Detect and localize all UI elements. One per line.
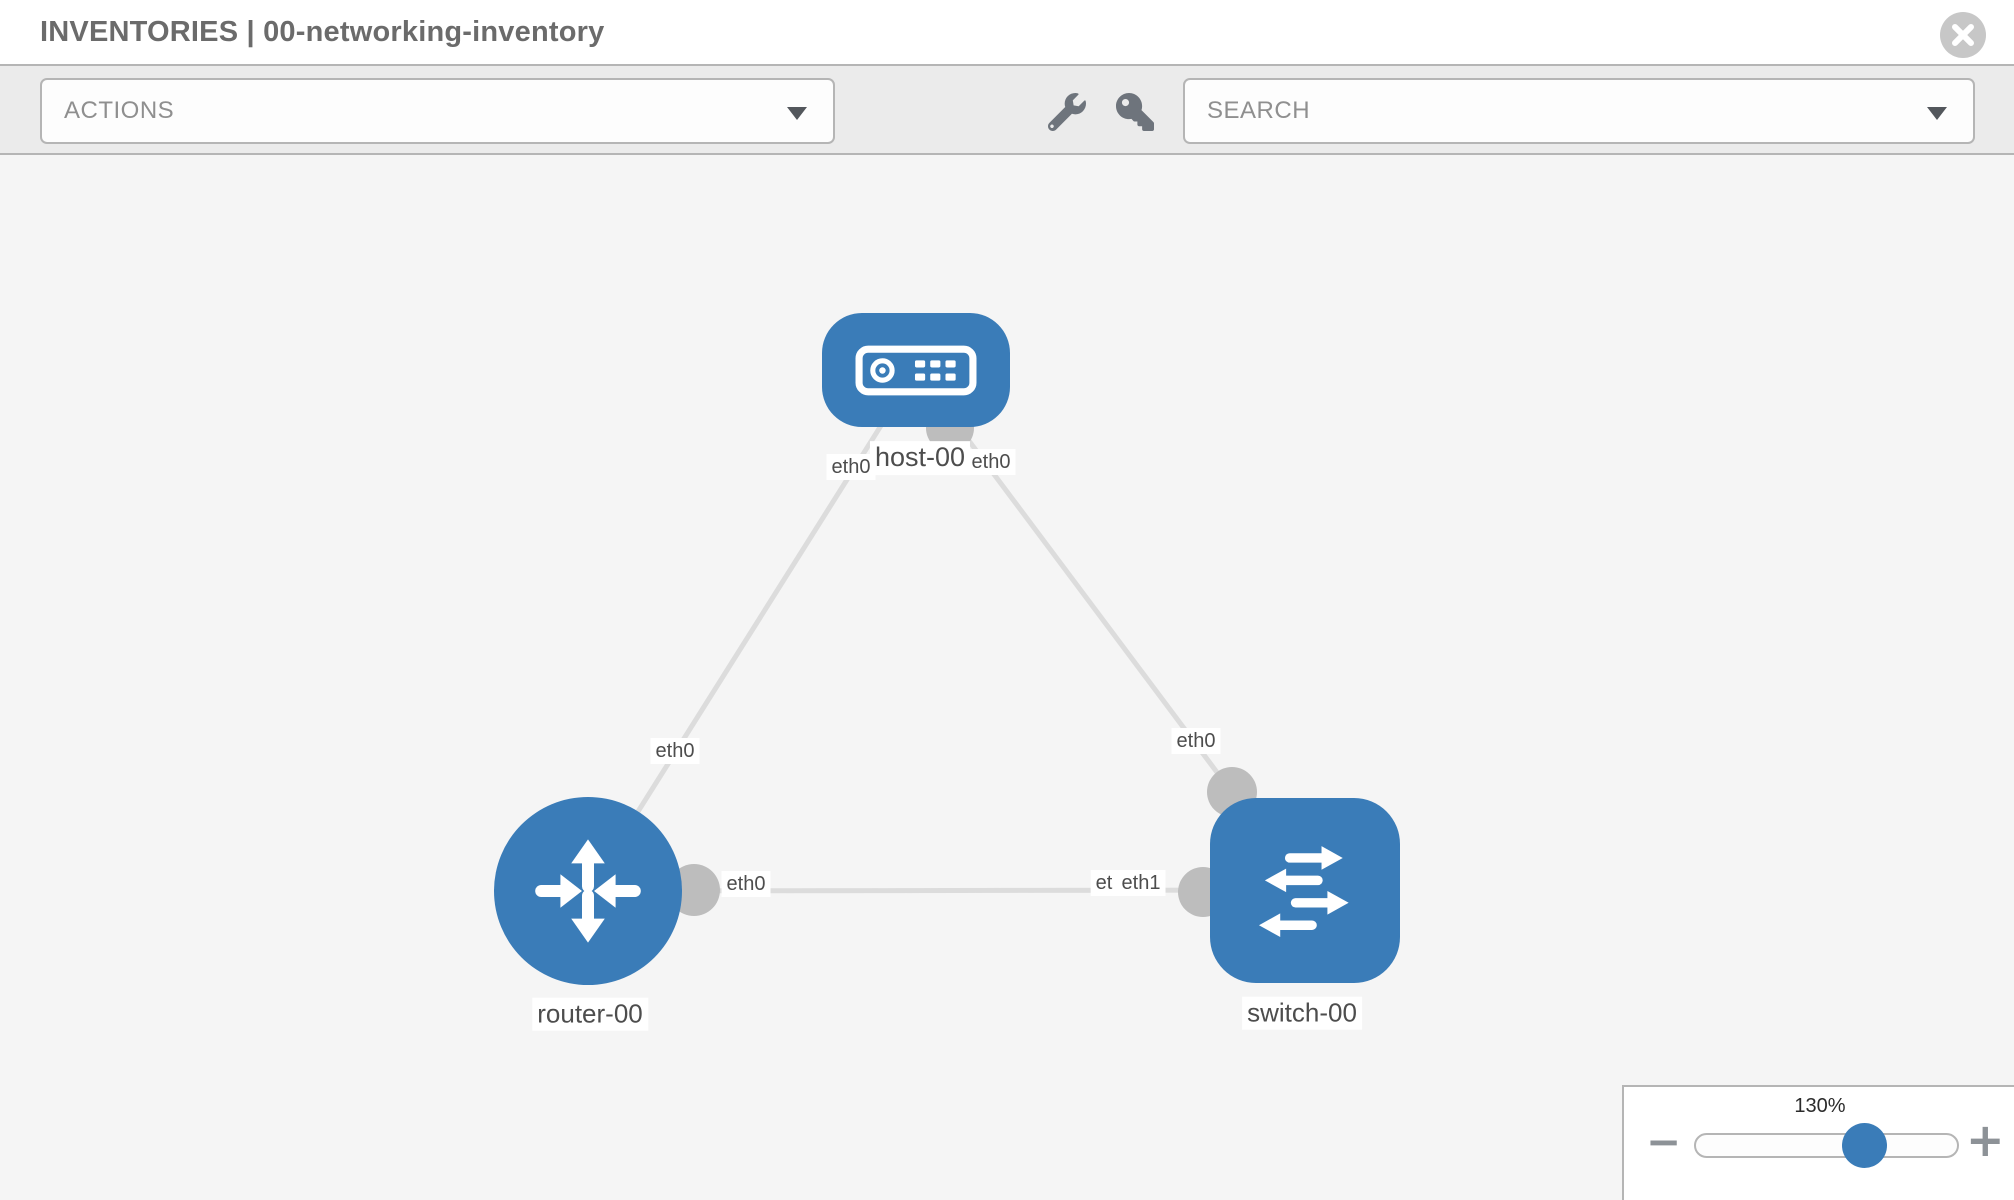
topology-links-layer <box>585 368 1308 917</box>
wrench-icon <box>1047 93 1086 134</box>
node-switch-00[interactable] <box>1210 798 1400 983</box>
node-label-host-00: host-00 <box>869 441 971 475</box>
toolbar: ACTIONS SEARCH <box>0 64 2014 155</box>
actions-dropdown-label: ACTIONS <box>64 97 175 124</box>
node-host-00[interactable] <box>822 313 1010 427</box>
if-label-switch-overlap-fragment: et <box>1090 870 1118 896</box>
zoom-out-button[interactable]: − <box>1646 1121 1681 1163</box>
key-icon <box>1116 93 1154 134</box>
actions-dropdown[interactable]: ACTIONS <box>40 78 835 144</box>
zoom-slider-track[interactable] <box>1694 1133 1959 1158</box>
topology-canvas[interactable]: host-00 router-00 switch-00 eth0 eth0 et… <box>0 155 2014 1200</box>
route-arrows-icon <box>528 831 648 951</box>
if-label-router-eth0-uplink: eth0 <box>650 738 700 764</box>
caret-down-icon <box>1927 107 1947 120</box>
minus-icon: − <box>1646 1117 1682 1166</box>
zoom-percent-label: 130% <box>1794 1095 1846 1117</box>
server-icon <box>855 345 977 396</box>
if-label-router-eth0-lateral: eth0 <box>721 871 771 897</box>
plus-icon: + <box>1966 1113 2005 1167</box>
if-label-host-eth0-right: eth0 <box>966 449 1016 475</box>
node-label-router-00: router-00 <box>532 997 648 1031</box>
zoom-in-button[interactable]: + <box>1966 1117 2005 1163</box>
switch-arrows-icon <box>1246 832 1364 950</box>
if-label-switch-eth0-uplink: eth0 <box>1171 728 1221 754</box>
if-label-host-eth0-left: eth0 <box>826 454 876 480</box>
close-icon <box>1950 22 1976 48</box>
if-label-switch-eth1: eth1 <box>1116 870 1166 896</box>
tools-button[interactable] <box>1047 93 1086 134</box>
zoom-panel: 130% − + <box>1622 1085 2014 1200</box>
key-button[interactable] <box>1116 93 1154 131</box>
caret-down-icon <box>787 107 807 120</box>
search-dropdown-label: SEARCH <box>1207 97 1311 124</box>
node-router-00[interactable] <box>494 797 682 985</box>
close-button[interactable] <box>1940 12 1986 58</box>
header: INVENTORIES | 00-networking-inventory <box>0 0 2014 64</box>
zoom-slider-thumb[interactable] <box>1842 1123 1887 1168</box>
page-title: INVENTORIES | 00-networking-inventory <box>40 15 605 48</box>
node-label-switch-00: switch-00 <box>1242 996 1362 1030</box>
search-dropdown[interactable]: SEARCH <box>1183 78 1975 144</box>
